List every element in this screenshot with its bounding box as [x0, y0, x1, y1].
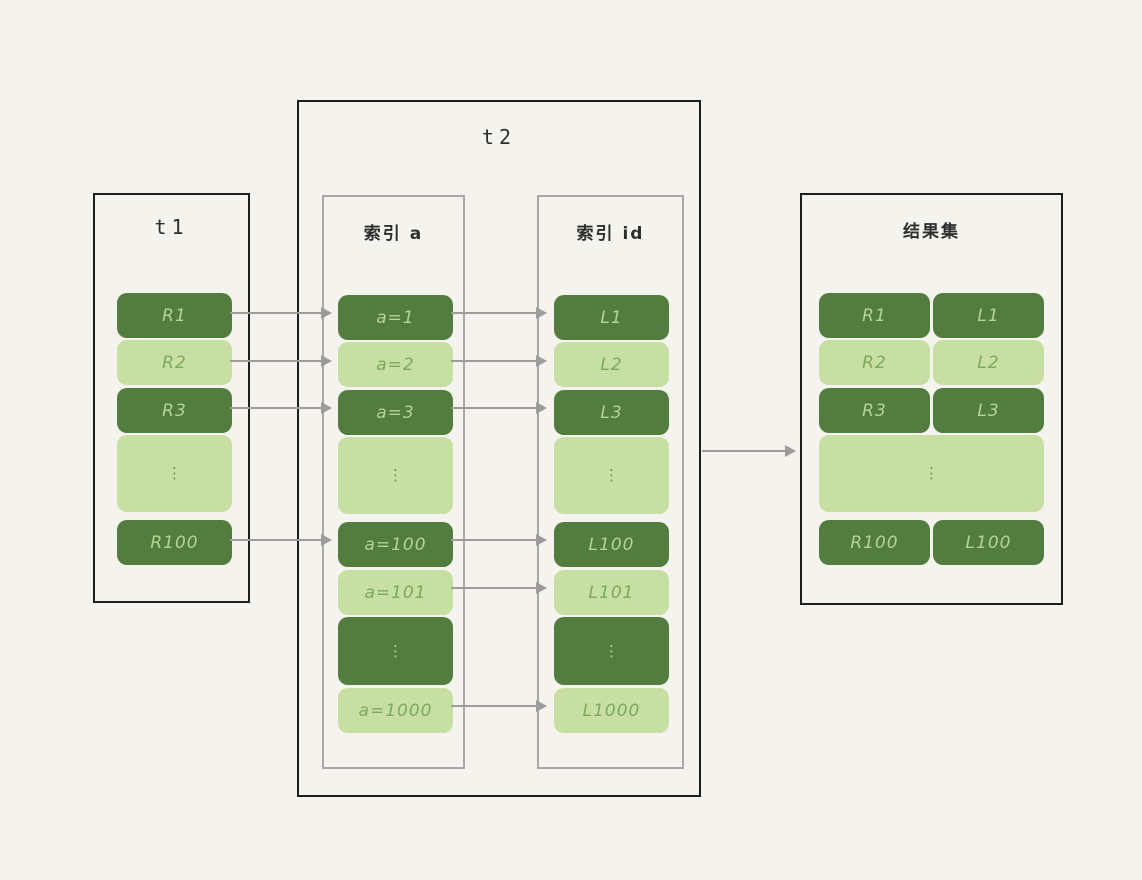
index-a-row-1000: a=1000 — [338, 688, 453, 733]
t1-table-box: t1 R1 R2 R3 ⋮ R100 — [93, 193, 250, 603]
arrow-r2-to-a2 — [230, 355, 332, 367]
t1-row-r3: R3 — [117, 388, 232, 433]
arrow-r1-to-a1 — [230, 307, 332, 319]
arrow-a1000-to-l1000 — [451, 700, 547, 712]
index-id-row-3: L3 — [554, 390, 669, 435]
index-a-row-1: a=1 — [338, 295, 453, 340]
t1-row-r100: R100 — [117, 520, 232, 565]
index-id-row-1: L1 — [554, 295, 669, 340]
t1-row-ellipsis: ⋮ — [117, 435, 232, 512]
index-a-row-2: a=2 — [338, 342, 453, 387]
index-a-title: 索引 a — [363, 224, 424, 244]
result-row-ellipsis: ⋮ — [819, 435, 1044, 512]
t1-row-r1: R1 — [117, 293, 232, 338]
result-row-3-right: L3 — [933, 388, 1044, 433]
index-a-row-101: a=101 — [338, 570, 453, 615]
index-id-row-101: L101 — [554, 570, 669, 615]
t2-title: t2 — [481, 125, 517, 149]
result-set-title: 结果集 — [903, 222, 960, 242]
arrow-a2-to-l2 — [451, 355, 547, 367]
index-id-box: 索引 id L1 L2 L3 ⋮ L100 L101 ⋮ L1000 — [537, 195, 684, 769]
index-id-row-100: L100 — [554, 522, 669, 567]
t2-table-box: t2 索引 a a=1 a=2 a=3 ⋮ a=100 a=101 ⋮ a=10… — [297, 100, 701, 797]
index-id-row-ellipsis-1: ⋮ — [554, 437, 669, 514]
arrow-r3-to-a3 — [230, 402, 332, 414]
index-id-row-1000: L1000 — [554, 688, 669, 733]
index-id-row-ellipsis-2: ⋮ — [554, 617, 669, 685]
result-row-2-left: R2 — [819, 340, 930, 385]
arrow-a101-to-l101 — [451, 582, 547, 594]
index-a-row-ellipsis-1: ⋮ — [338, 437, 453, 514]
result-row-1-left: R1 — [819, 293, 930, 338]
result-row-2-right: L2 — [933, 340, 1044, 385]
t1-title: t1 — [154, 215, 189, 239]
index-id-title: 索引 id — [576, 224, 645, 244]
arrow-t2-to-result — [702, 445, 796, 457]
index-a-row-ellipsis-2: ⋮ — [338, 617, 453, 685]
result-row-100-left: R100 — [819, 520, 930, 565]
result-row-3-left: R3 — [819, 388, 930, 433]
index-a-row-100: a=100 — [338, 522, 453, 567]
arrow-a1-to-l1 — [451, 307, 547, 319]
arrow-a3-to-l3 — [451, 402, 547, 414]
index-a-row-3: a=3 — [338, 390, 453, 435]
index-a-box: 索引 a a=1 a=2 a=3 ⋮ a=100 a=101 ⋮ a=1000 — [322, 195, 465, 769]
arrow-r100-to-a100 — [230, 534, 332, 546]
result-row-1-right: L1 — [933, 293, 1044, 338]
arrow-a100-to-l100 — [451, 534, 547, 546]
result-set-box: 结果集 R1 L1 R2 L2 R3 L3 ⋮ R100 L100 — [800, 193, 1063, 605]
index-id-row-2: L2 — [554, 342, 669, 387]
result-row-100-right: L100 — [933, 520, 1044, 565]
t1-row-r2: R2 — [117, 340, 232, 385]
